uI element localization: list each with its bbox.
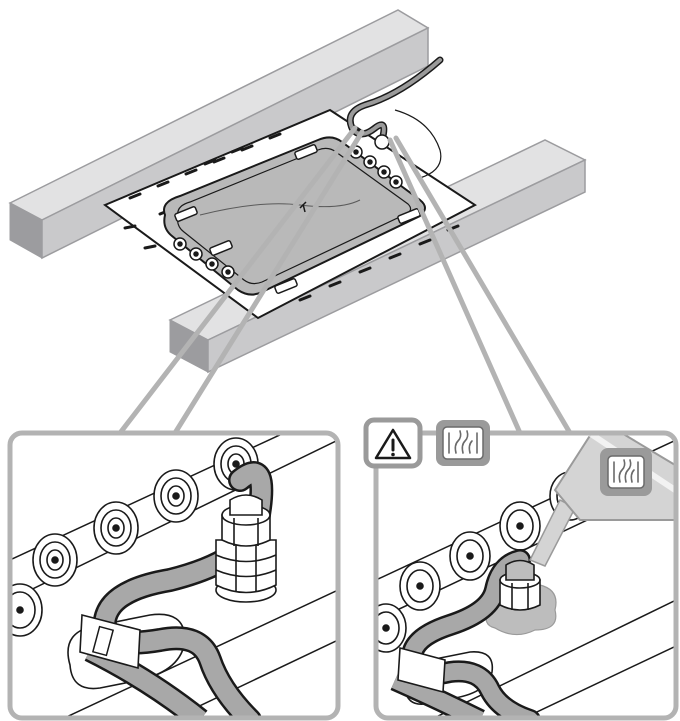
sealant-tube-label-icon bbox=[600, 448, 652, 496]
sealant-heat-symbol-icon bbox=[436, 420, 490, 466]
callout-leaders bbox=[117, 125, 573, 436]
cable-gland bbox=[215, 494, 277, 603]
sealed-cable-gland bbox=[499, 559, 541, 611]
screw-row-left bbox=[173, 237, 235, 279]
overview-illustration bbox=[8, 9, 587, 374]
detail-sealant-application bbox=[373, 430, 679, 721]
detail-screws-left bbox=[10, 437, 259, 637]
warning-triangle-icon bbox=[363, 417, 423, 469]
screw-row-right bbox=[349, 145, 403, 189]
detail-cable-gland bbox=[7, 430, 341, 721]
